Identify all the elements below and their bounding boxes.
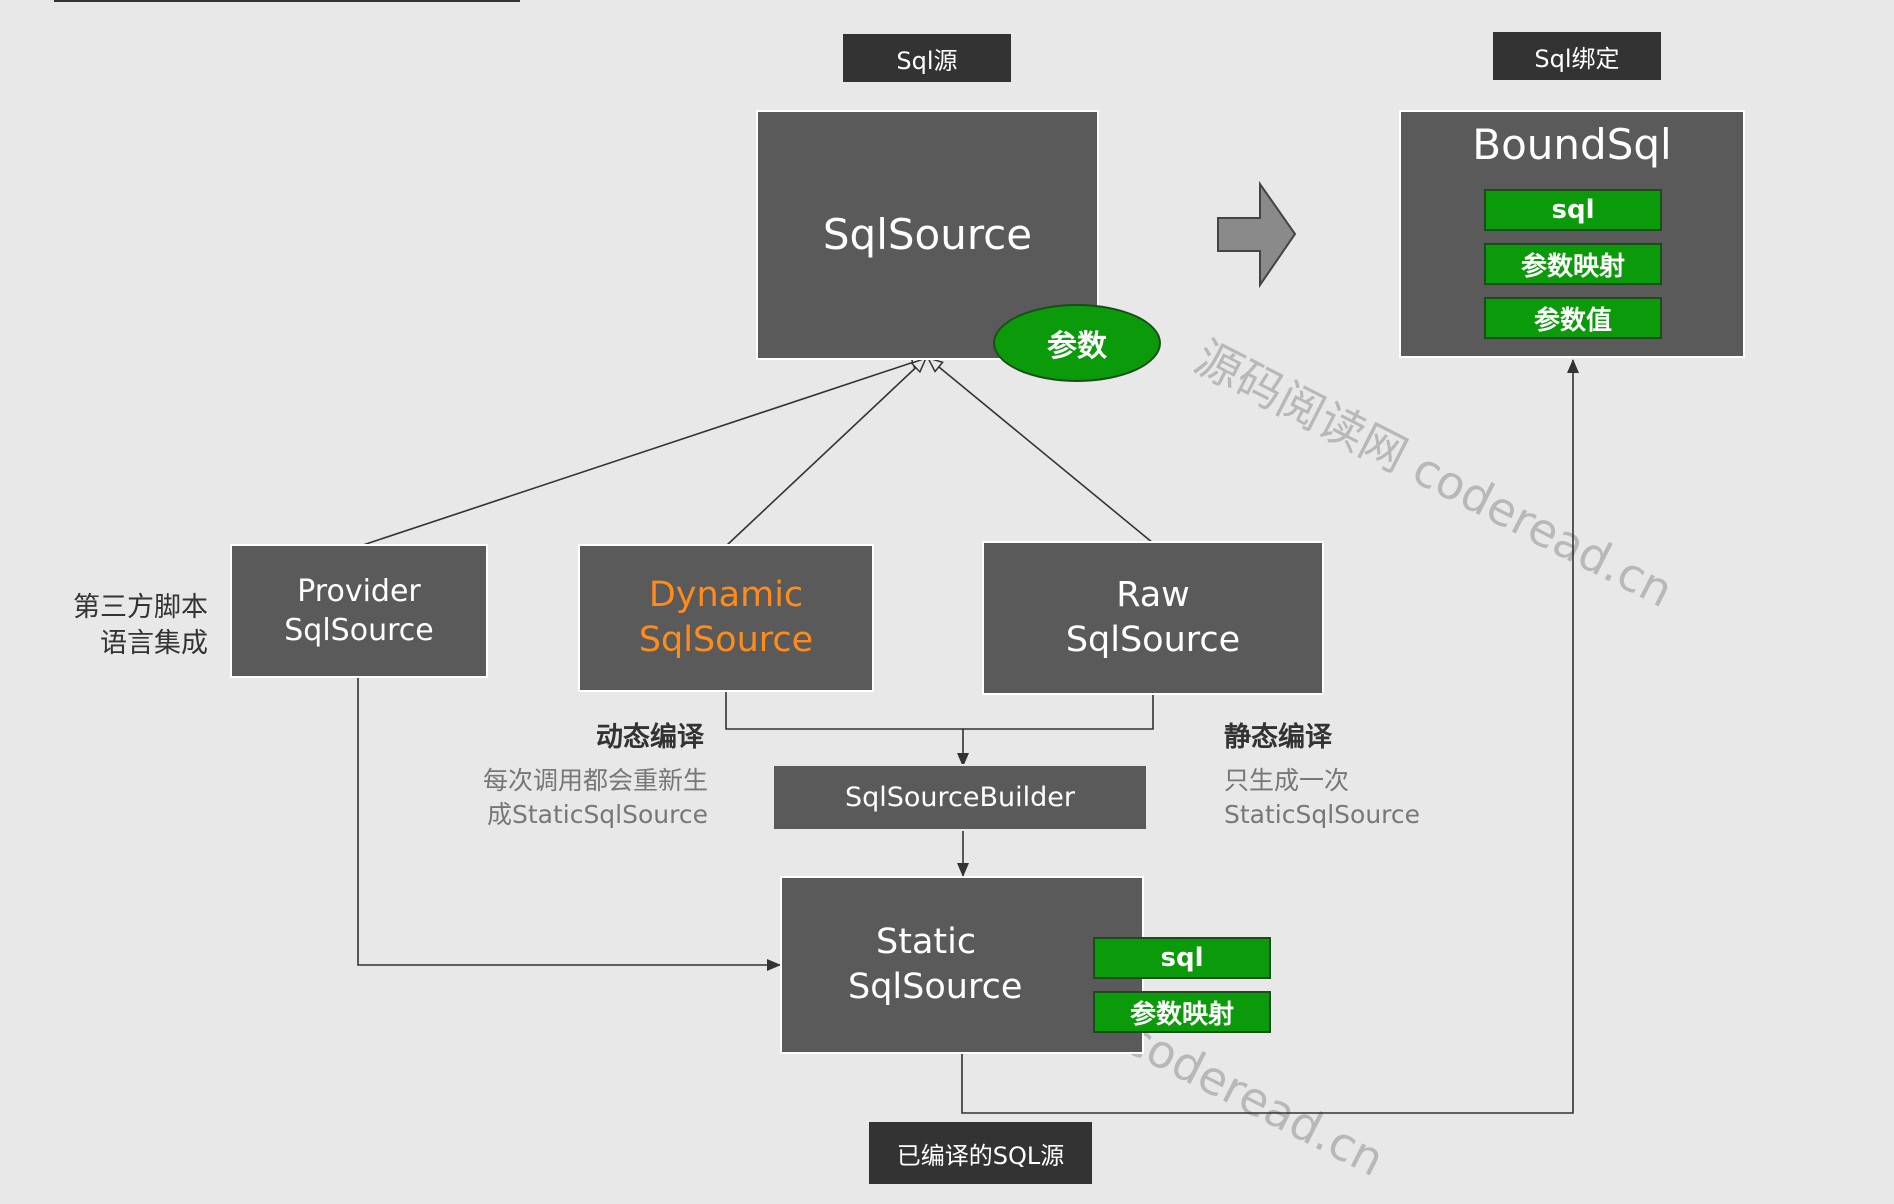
provider-note: 第三方脚本 语言集成 bbox=[73, 590, 208, 663]
raw-line1: Raw bbox=[1116, 574, 1190, 615]
boundsql-field-param-values: 参数值 bbox=[1484, 297, 1662, 339]
dynamic-note-title: 动态编译 bbox=[596, 722, 704, 753]
inherit-provider-line bbox=[359, 358, 926, 547]
static-line2: SqlSource bbox=[848, 967, 1023, 1007]
provider-line1: Provider bbox=[297, 574, 421, 609]
param-badge: 参数 bbox=[993, 304, 1161, 382]
dynamic-line1: Dynamic bbox=[648, 574, 804, 615]
sqlsource-title: SqlSource bbox=[822, 209, 1033, 259]
raw-to-builder-line bbox=[957, 695, 1154, 767]
sql-bind-tag: Sql绑定 bbox=[1493, 32, 1661, 80]
dynamic-line2: SqlSource bbox=[638, 620, 814, 660]
boundsql-field-sql: sql bbox=[1484, 189, 1662, 231]
boundsql-title: BoundSql bbox=[1472, 120, 1672, 169]
dynamic-to-builder-line bbox=[725, 692, 963, 730]
inherit-dynamic-line bbox=[725, 358, 926, 547]
top-divider bbox=[54, 0, 520, 2]
big-right-arrow bbox=[1217, 180, 1297, 289]
provider-line2: SqlSource bbox=[284, 613, 434, 648]
static-field-sql: sql bbox=[1093, 937, 1271, 979]
boundsql-field-param-mapping: 参数映射 bbox=[1484, 243, 1662, 285]
sql-source-tag: Sql源 bbox=[843, 34, 1011, 82]
dynamic-sqlsource-box: Dynamic SqlSource bbox=[578, 544, 874, 692]
raw-note-line2: StaticSqlSource bbox=[1224, 799, 1421, 829]
raw-sqlsource-box: Raw SqlSource bbox=[982, 541, 1324, 695]
dynamic-note-line1: 每次调用都会重新生 bbox=[482, 766, 708, 795]
static-line1: Static bbox=[876, 921, 977, 962]
raw-note-title: 静态编译 bbox=[1224, 722, 1332, 753]
compiled-sql-source-tag: 已编译的SQL源 bbox=[869, 1122, 1092, 1184]
raw-note: 只生成一次 StaticSqlSource bbox=[1224, 764, 1420, 832]
provider-sqlsource-box: Provider SqlSource bbox=[230, 544, 488, 678]
inherit-raw-line bbox=[928, 358, 1154, 544]
provider-note-line1: 第三方脚本 bbox=[73, 592, 208, 623]
raw-note-line1: 只生成一次 bbox=[1224, 766, 1350, 795]
dynamic-note-line2: 成StaticSqlSource bbox=[486, 799, 708, 829]
static-field-param-mapping: 参数映射 bbox=[1093, 991, 1271, 1033]
static-sqlsource-box: Static SqlSource bbox=[780, 876, 1144, 1054]
provider-to-static-line bbox=[357, 678, 781, 971]
sqlsource-builder-box: SqlSourceBuilder bbox=[772, 764, 1148, 831]
raw-line2: SqlSource bbox=[1065, 620, 1241, 660]
dynamic-note: 每次调用都会重新生 成StaticSqlSource bbox=[483, 764, 708, 832]
static-to-boundsql-line bbox=[961, 359, 1579, 1114]
provider-note-line2: 语言集成 bbox=[100, 628, 208, 660]
